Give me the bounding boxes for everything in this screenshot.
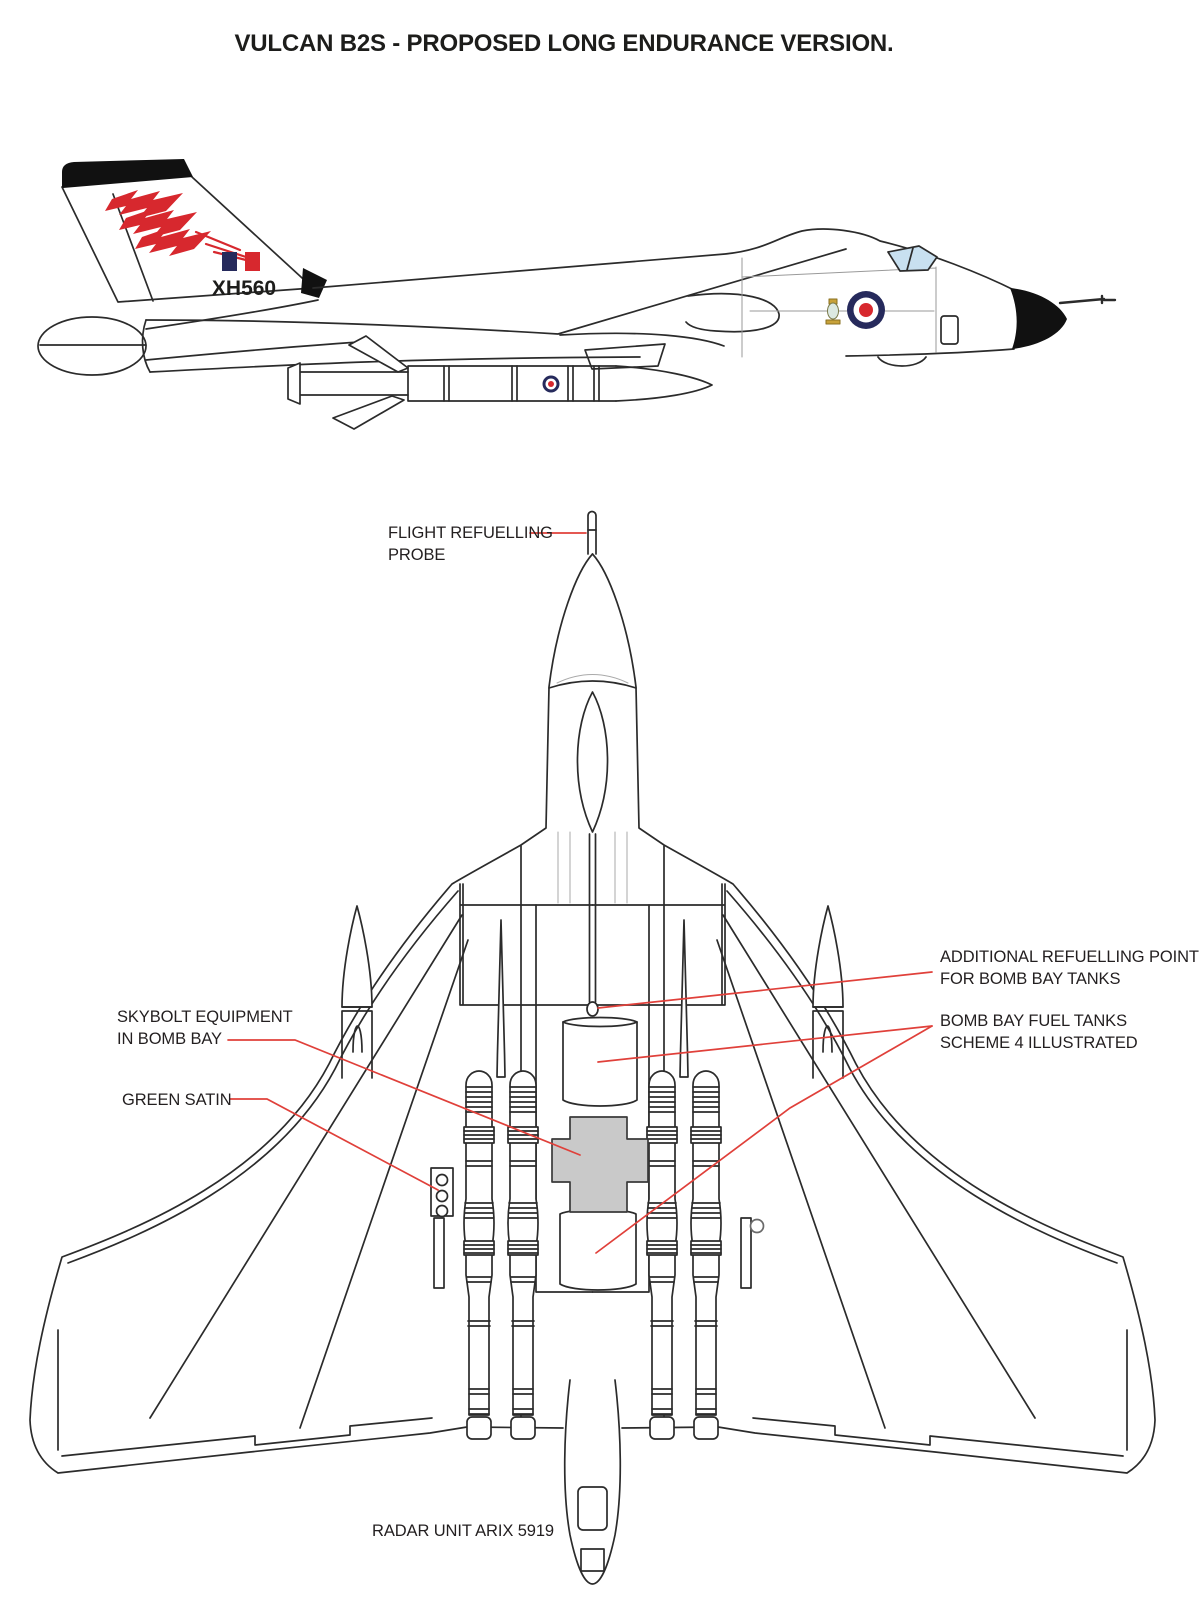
tail-cone: [563, 1379, 622, 1585]
skybolt-equipment-cross: [551, 1116, 649, 1213]
plan-port-half: [30, 554, 593, 1473]
tail-code: XH560: [212, 277, 276, 300]
plan-view: [30, 510, 1155, 1585]
fuselage-roundel: [847, 291, 885, 329]
leader-additional-refuelling-point: [597, 971, 933, 1009]
label-radar-unit: RADAR UNIT ARIX 5919: [372, 1522, 555, 1540]
green-satin-unit: [430, 1167, 454, 1218]
radar-unit-housing: [577, 1486, 608, 1531]
label-green-satin: GREEN SATIN: [122, 1091, 232, 1109]
fin-flag-red: [245, 252, 260, 271]
nose-radome: [1010, 288, 1067, 349]
cockpit-canopy: [887, 245, 938, 272]
label-bomb-bay-fuel-tanks: BOMB BAY FUEL TANKS SCHEME 4 ILLUSTRATED: [940, 1012, 1138, 1052]
fin-cap: [62, 159, 193, 188]
crew-door: [940, 315, 959, 345]
plan-refuelling-probe: [587, 510, 597, 555]
leader-fuel-tanks-forward: [597, 1025, 933, 1063]
fin-base-fairing: [301, 268, 327, 298]
leader-green-satin: [229, 1098, 439, 1191]
side-view: XH560: [37, 159, 1117, 430]
fin-flag-navy: [222, 252, 237, 271]
bomb-bay-refuelling-point: [586, 1001, 599, 1017]
label-flight-refuelling-probe: FLIGHT REFUELLING PROBE: [388, 524, 553, 564]
missile-roundel: [542, 375, 560, 393]
label-additional-refuelling-point: ADDITIONAL REFUELLING POINT FOR BOMB BAY…: [940, 948, 1199, 988]
squadron-badge-icon: [825, 298, 841, 325]
label-skybolt-equipment: SKYBOLT EQUIPMENT IN BOMB BAY: [117, 1008, 293, 1048]
fuel-tank-aft: [559, 1208, 637, 1291]
leader-fuel-tanks-aft: [595, 1025, 933, 1254]
radar-unit-box: [580, 1548, 605, 1572]
leader-skybolt-equipment: [227, 1039, 581, 1156]
tail-bullet: [37, 316, 147, 376]
skybolt-missile-side: [287, 335, 713, 430]
page-title: VULCAN B2S - PROPOSED LONG ENDURANCE VER…: [234, 30, 894, 57]
starboard-sensor: [749, 1218, 765, 1234]
lightning-flash: [105, 190, 252, 263]
leader-lines: [227, 532, 933, 1254]
canopy-teardrop: [576, 691, 609, 833]
side-refuelling-probe: [1058, 294, 1117, 305]
